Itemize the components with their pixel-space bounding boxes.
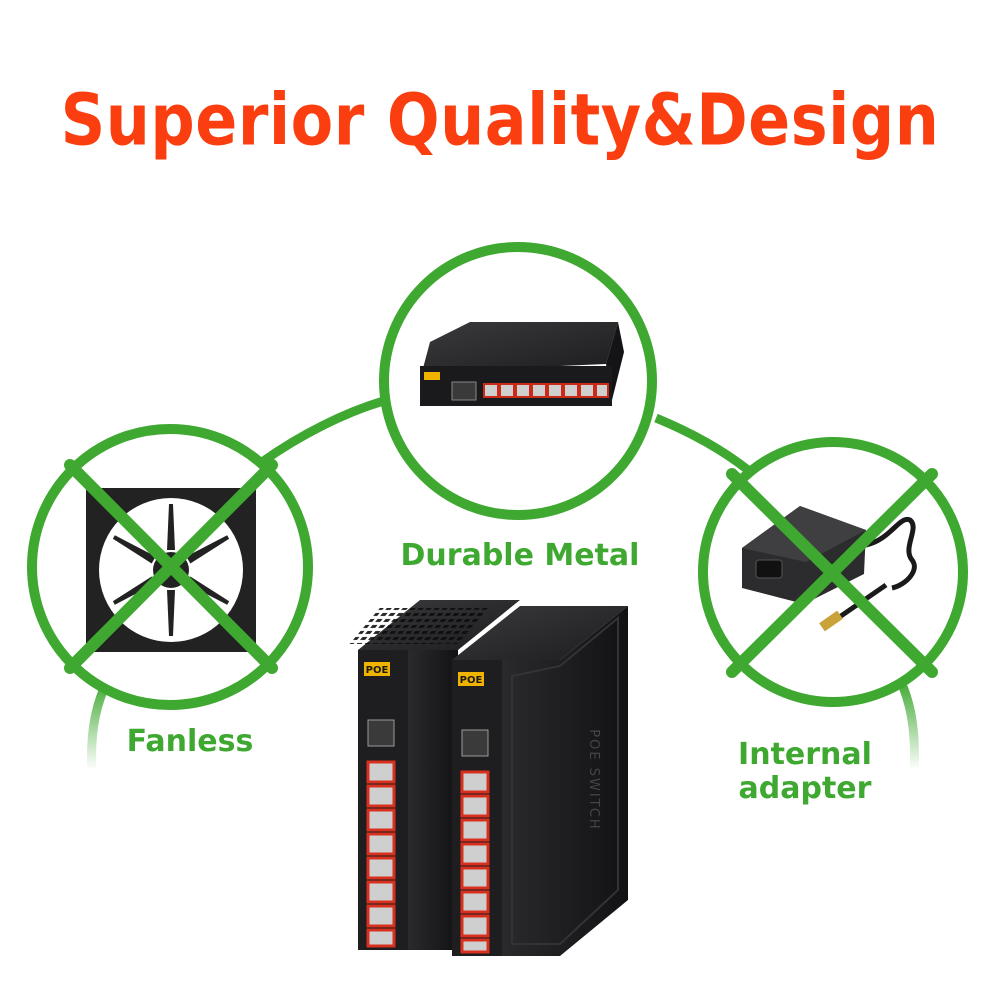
case-print: POE SWITCH [586, 729, 601, 830]
feature-label-line-1: Internal [738, 737, 872, 772]
feature-label-fanless: Fanless [126, 724, 254, 759]
connector-arc-left [259, 395, 389, 466]
feature-label-line-2: adapter [738, 771, 872, 806]
durable-metal-circle [379, 242, 657, 520]
internal-adapter-circle [698, 437, 968, 707]
feature-label-internal-adapter: Internal adapter [720, 738, 890, 806]
brand-badge: POE [460, 675, 483, 686]
network-switch-icon [420, 322, 624, 406]
product-switch-right: POE SWITCH POE [452, 606, 628, 956]
connector-arc-right [654, 413, 751, 474]
brand-badge: POE [366, 665, 389, 676]
fanless-circle [27, 424, 313, 710]
cross-mark [726, 468, 938, 678]
cross-mark [64, 459, 278, 674]
feature-label-durable-metal: Durable Metal [400, 538, 640, 573]
product-switch-left: POE [349, 600, 520, 950]
connector-tail-right [895, 678, 919, 771]
headline: Superior Quality&Design [60, 78, 940, 162]
